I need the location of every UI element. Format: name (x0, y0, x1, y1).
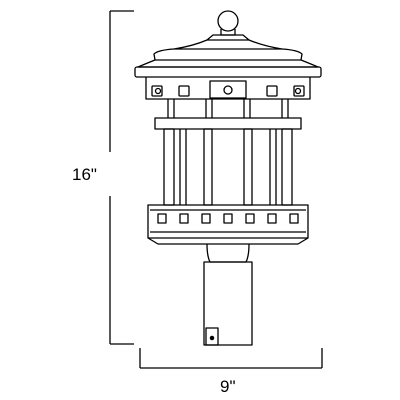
finial (217, 10, 239, 36)
cage-bars (163, 128, 293, 206)
width-dimension-bracket (139, 348, 323, 369)
upper-rails (167, 99, 289, 118)
width-dimension-label: 9" (220, 377, 236, 396)
post-fitter (203, 261, 253, 346)
roof (134, 34, 322, 78)
upper-band (145, 77, 311, 100)
height-dimension-bracket (109, 10, 134, 345)
middle-ring (154, 117, 302, 130)
bottom-dish (147, 237, 309, 245)
height-dimension-label: 16" (72, 165, 97, 184)
lower-band (147, 204, 309, 239)
lantern-fixture (134, 10, 322, 346)
base-collar (206, 243, 250, 263)
